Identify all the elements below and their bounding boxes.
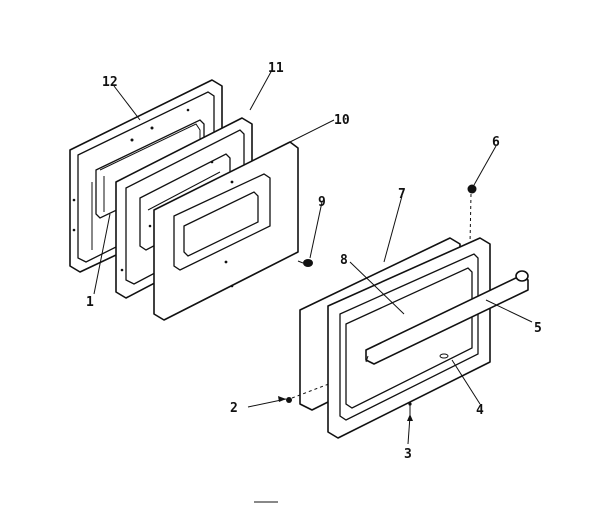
- callout-1: 1: [86, 295, 94, 310]
- part-6-screw: [467, 184, 477, 245]
- callout-12: 12: [102, 75, 118, 90]
- callout-labels: 12 11 10 9 6 7 8 1 2 3 4 5: [86, 61, 542, 462]
- callout-11: 11: [268, 61, 284, 76]
- callout-10: 10: [334, 113, 350, 128]
- callout-9: 9: [318, 195, 326, 210]
- part-4-clip: [439, 353, 449, 359]
- callout-8: 8: [340, 253, 348, 268]
- part-5-handle: [365, 270, 529, 365]
- callout-6: 6: [492, 135, 500, 150]
- part-9-screw: [297, 259, 313, 267]
- callout-5: 5: [534, 321, 542, 336]
- leader-lines: [93, 69, 533, 445]
- callout-3: 3: [404, 447, 412, 462]
- callout-2: 2: [230, 401, 238, 416]
- callout-4: 4: [476, 403, 484, 418]
- callout-7: 7: [398, 187, 406, 202]
